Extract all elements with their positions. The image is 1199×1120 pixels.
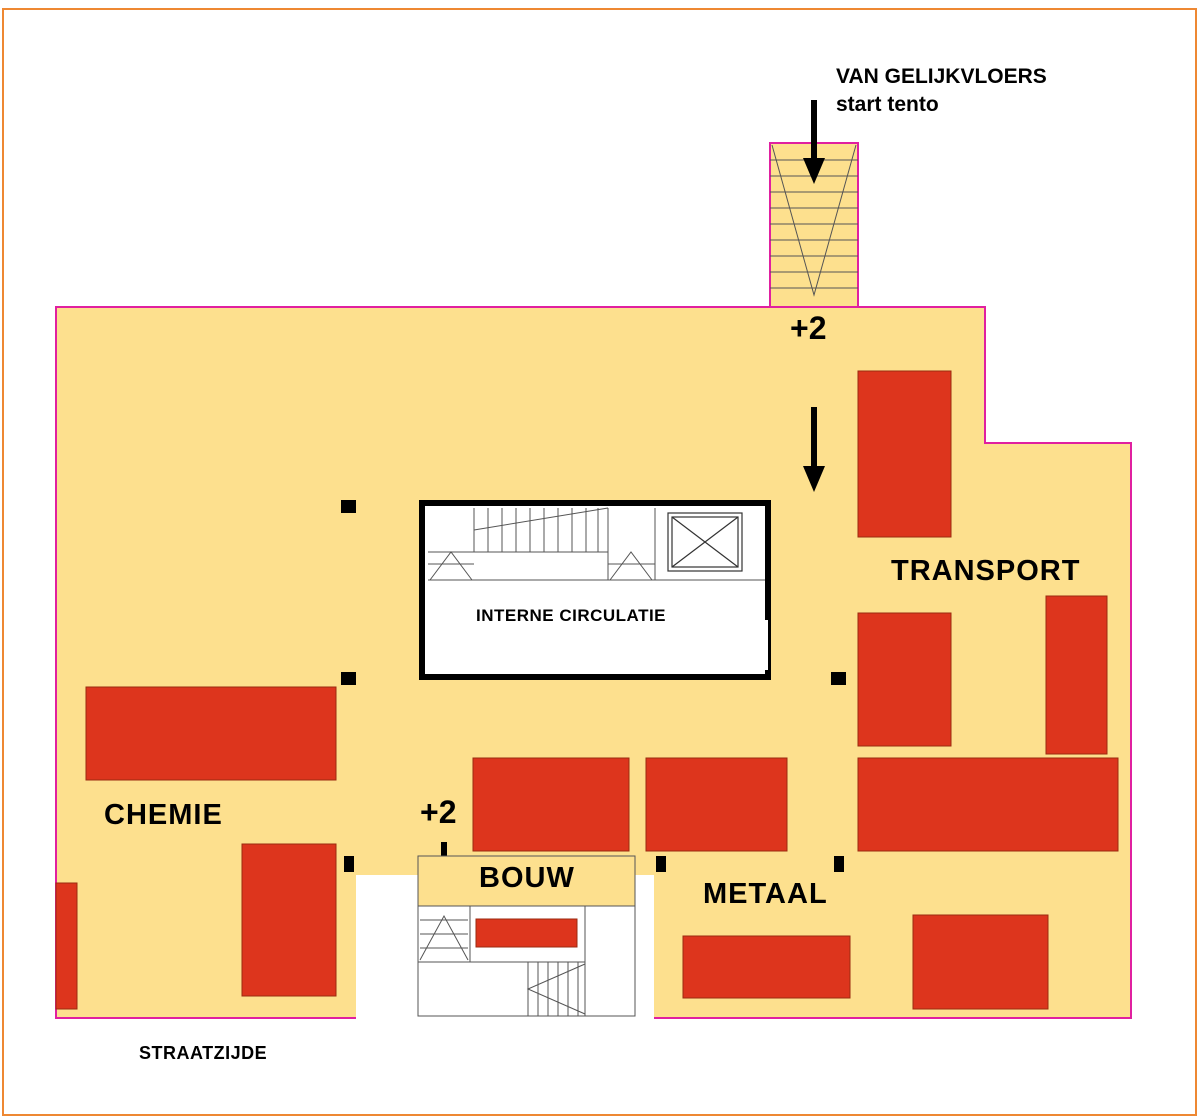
booth <box>857 757 1119 852</box>
internal-circulation-core <box>419 500 771 680</box>
booth <box>1045 595 1108 755</box>
booth <box>472 757 630 852</box>
page-frame <box>2 8 1197 1116</box>
booth <box>475 918 578 948</box>
down-arrow-icon <box>803 407 825 492</box>
bouw-area <box>417 855 636 1017</box>
elevator-icon <box>667 512 743 572</box>
entry-note-line1: VAN GELIJKVLOERS <box>836 65 1047 88</box>
entry-note-line2: start tento <box>836 93 939 116</box>
down-arrow-icon <box>803 100 825 184</box>
zone-label-metaal: METAAL <box>703 878 828 910</box>
booth <box>241 843 337 997</box>
level-label-bottom: +2 <box>420 794 457 830</box>
exhibition-booths <box>55 370 1119 1010</box>
booth <box>682 935 851 999</box>
booth <box>645 757 788 852</box>
zone-label-chemie: CHEMIE <box>104 799 223 831</box>
booth <box>912 914 1049 1010</box>
zone-label-transport: TRANSPORT <box>891 555 1081 587</box>
entry-note: VAN GELIJKVLOERS start tento <box>836 63 1047 119</box>
level-label-top: +2 <box>790 310 827 346</box>
straatzijde-label: STRAATZIJDE <box>139 1043 268 1063</box>
booth <box>857 612 952 747</box>
interne-circulatie-label: INTERNE CIRCULATIE <box>476 606 667 625</box>
booth <box>55 882 78 1010</box>
booth <box>857 370 952 538</box>
booth <box>85 686 337 781</box>
zone-label-bouw: BOUW <box>479 862 575 894</box>
columns <box>341 500 846 872</box>
